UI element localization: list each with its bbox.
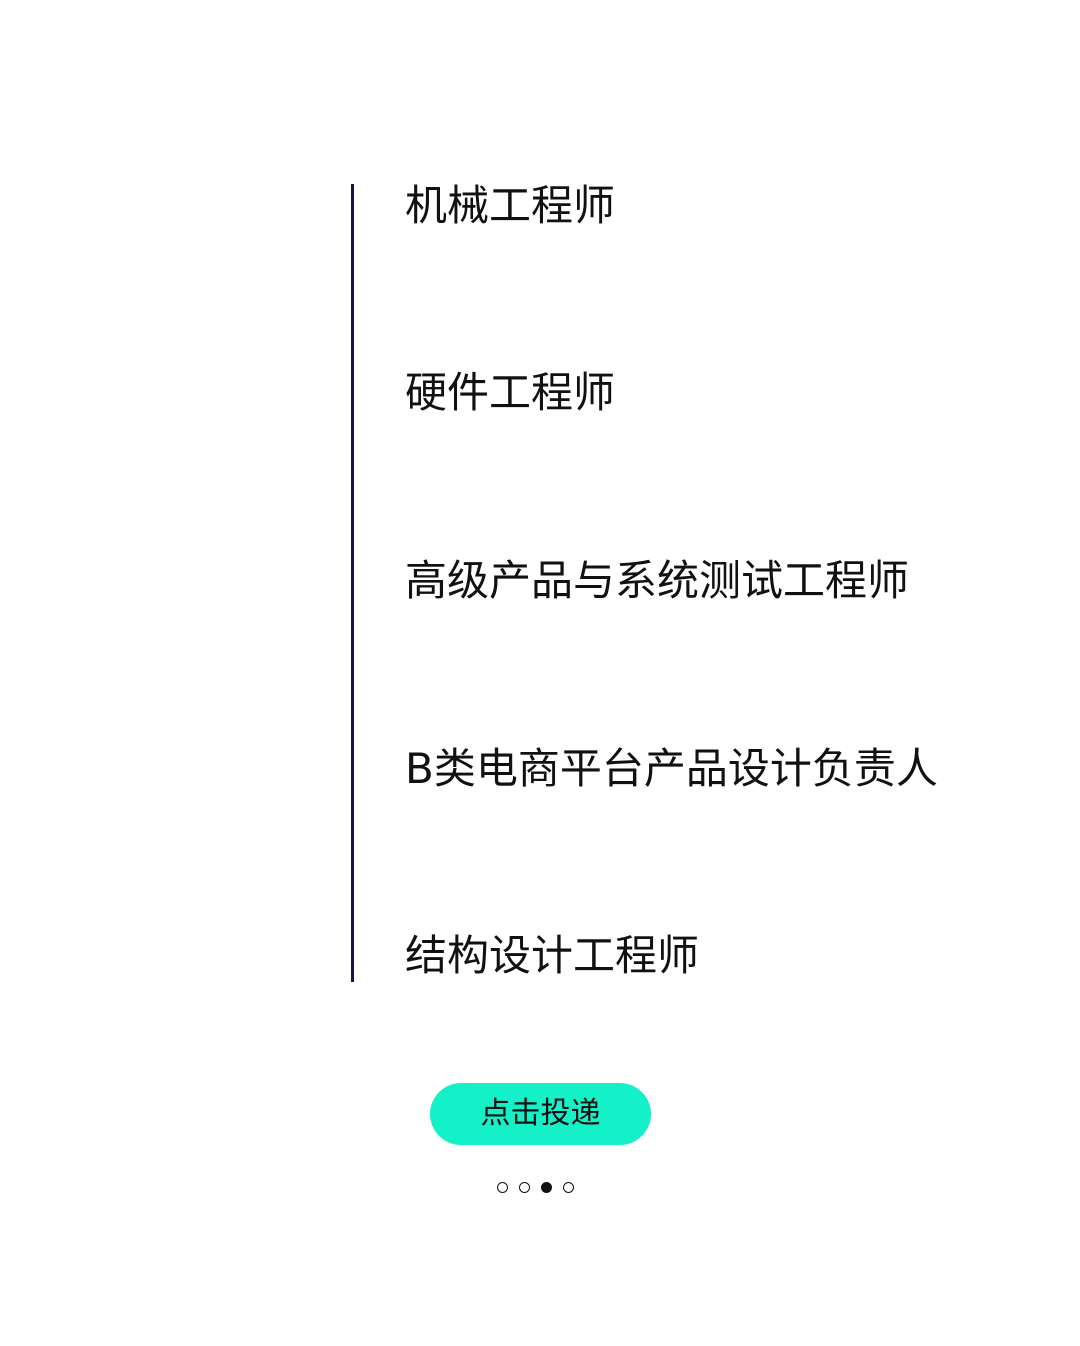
job-item-hardware-engineer[interactable]: 硬件工程师 (405, 368, 616, 417)
pagination-dot-3-active[interactable] (541, 1182, 552, 1193)
pagination-dot-2[interactable] (519, 1182, 530, 1193)
job-item-ecommerce-product-lead[interactable]: B类电商平台产品设计负责人 (405, 744, 938, 793)
job-item-structural-design-engineer[interactable]: 结构设计工程师 (405, 931, 700, 980)
pagination-dot-1[interactable] (497, 1182, 508, 1193)
pagination-dot-4[interactable] (563, 1182, 574, 1193)
job-item-senior-test-engineer[interactable]: 高级产品与系统测试工程师 (405, 556, 910, 605)
vertical-divider-line (351, 184, 354, 982)
pagination-dots (497, 1182, 574, 1193)
apply-button[interactable]: 点击投递 (430, 1083, 651, 1145)
job-item-mechanical-engineer[interactable]: 机械工程师 (405, 181, 616, 230)
